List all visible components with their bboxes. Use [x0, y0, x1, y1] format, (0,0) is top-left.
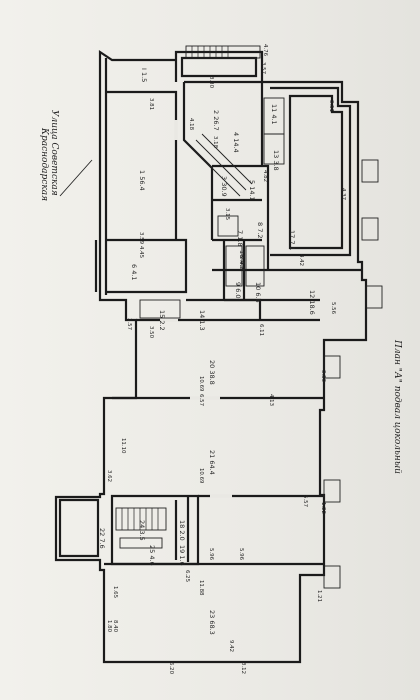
dimension-label: 3.50	[320, 370, 326, 383]
plan-title-text: План "А" подвал цокольный	[392, 339, 402, 474]
room-labels: I 1.5 1 56.4 2 26.7 3 30.9 4 14.4 5 14.1 6 4.1…	[98, 68, 316, 635]
dimension-labels: 4.76 3.57 3.81 3.30 4.18 3.18 3.594.45 3.57 3.50…	[106, 44, 346, 675]
dimension-label: 3.12	[240, 662, 246, 674]
dimension-label: 4.13	[268, 394, 274, 406]
small-rooms	[139, 97, 285, 319]
room-label-2: 2 26.7	[212, 110, 220, 131]
room-label-3: 3 30.9	[220, 176, 228, 197]
room-label-24: 24 3.5	[138, 520, 146, 541]
dimension-label: 3.15	[224, 208, 230, 220]
dimension-label: 3.51	[328, 100, 334, 112]
dimension-label: 10.69	[198, 468, 204, 484]
staircase-bottom	[115, 507, 167, 549]
light-wells	[323, 159, 383, 589]
dimension-label: 3.50	[148, 326, 154, 339]
dimension-label: 1.65	[112, 586, 118, 598]
dimension-label: 3.18	[212, 136, 218, 149]
street-annotation: Улица Советская Краснодарская	[39, 110, 93, 201]
dimension-label: 3.81	[148, 98, 154, 110]
dimension-label: 9.42	[228, 640, 234, 652]
door-gaps	[160, 120, 232, 498]
dimension-label: 5.96	[208, 548, 214, 561]
room-label-19: 19 1.6	[178, 545, 186, 566]
dimension-label: 8.40	[112, 620, 118, 633]
dimension-label: 4.45	[138, 246, 144, 258]
outer-walls	[54, 49, 368, 664]
dimension-label: 4.82	[262, 170, 268, 182]
dimension-label: 11.10	[120, 438, 126, 454]
staircase-diagonal	[189, 133, 253, 197]
dimension-label: 4.42	[298, 254, 304, 266]
dimension-label: 10.69	[198, 376, 204, 392]
dimension-label: 6.25	[184, 570, 190, 582]
street-label-line2: Краснодарская	[39, 127, 49, 201]
room-label-13: 13 3.8	[272, 150, 280, 171]
plan-title: План "А" подвал цокольный	[392, 339, 402, 474]
room-label-6: 6 4.1	[130, 264, 138, 281]
dimension-label: 6.57	[198, 394, 204, 406]
dimension-label: 1.22	[320, 502, 326, 514]
room-label-20: 20 38.8	[208, 360, 216, 385]
dimension-label: 5.57	[302, 495, 308, 507]
dimension-label: 4.37	[340, 188, 346, 200]
dimension-label: 5.56	[330, 302, 336, 315]
dimension-label: 1.21	[316, 590, 322, 602]
inner-walls	[94, 80, 362, 566]
room-label-12: 12 18.6	[308, 290, 316, 315]
room-label-1: 1 56.4	[138, 170, 146, 191]
dimension-label: 5.96	[238, 548, 244, 561]
dimension-label: 3.59	[138, 232, 144, 245]
street-label-line1: Улица Советская	[49, 110, 59, 196]
dimension-label: 3.30	[208, 76, 214, 89]
room-label-22: 22 7.6	[98, 528, 106, 549]
room-label-14: 14 1.3	[198, 310, 206, 331]
room-label-15: 15 2.2	[158, 310, 166, 331]
room-label-I: I 1.5	[140, 68, 148, 82]
room-label-25: 25 4.6	[148, 545, 156, 566]
dimension-label: 6.20	[168, 662, 174, 675]
dimension-label: 3.57	[260, 62, 266, 74]
dimension-label: 3.57	[126, 318, 132, 330]
room-label-10: 10 6.8	[254, 282, 262, 303]
staircase-top	[185, 45, 261, 59]
room-label-18: 18 2.0	[178, 520, 186, 541]
dimension-label: 6.11	[258, 324, 264, 336]
dimension-label: 4.76	[262, 44, 268, 57]
room-label-9: 9 6.0	[234, 282, 242, 299]
dimension-label: 1.80	[106, 620, 112, 633]
room-label-8: 8 7.2	[256, 222, 264, 239]
room-label-23: 23 68.3	[208, 610, 216, 635]
dimension-label: 4.18	[188, 118, 194, 131]
room-label-21: 21 64.4	[208, 450, 216, 475]
room-label-17: 17 7.1	[288, 230, 296, 251]
dimension-label: 3.62	[106, 470, 112, 482]
room-label-4: 4 14.4	[232, 132, 240, 153]
room-label-7: 7 1.8	[236, 230, 244, 247]
dimension-label: 2.93	[238, 256, 244, 268]
room-label-16: 16 4.3	[238, 250, 246, 271]
dimension-label: 11.88	[198, 580, 204, 596]
room-label-5: 5 14.1	[248, 180, 256, 201]
room-label-11: 11 4.1	[270, 104, 278, 125]
